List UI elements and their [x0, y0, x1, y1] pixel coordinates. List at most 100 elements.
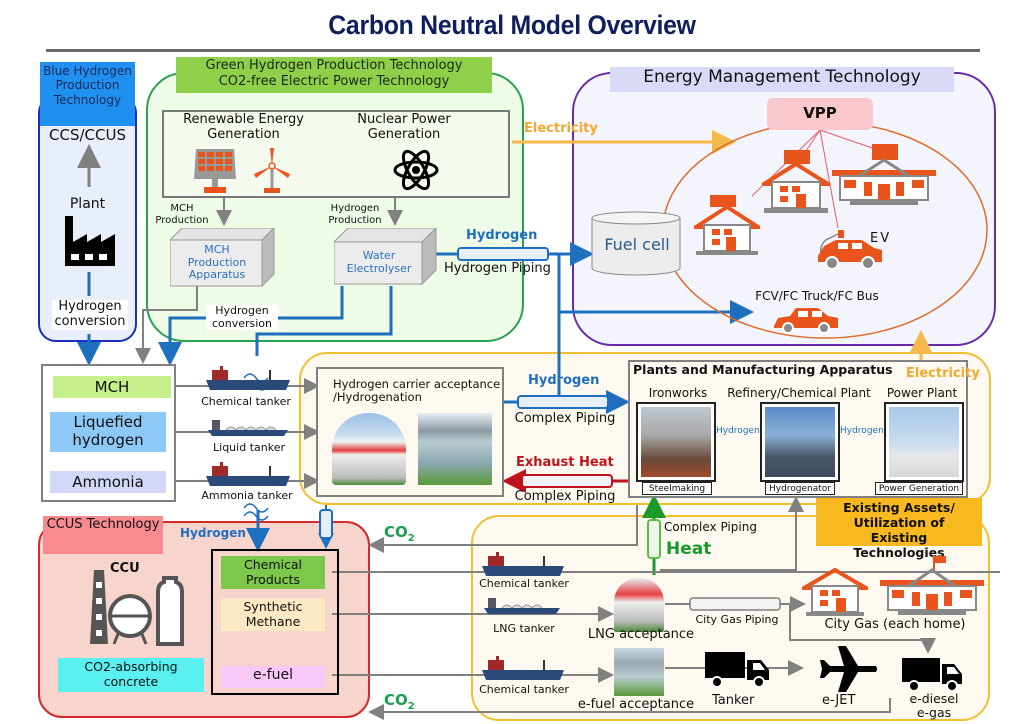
nuclear-label: Nuclear Power Generation — [357, 112, 451, 142]
lng-ship-icon — [484, 598, 560, 614]
house-icon — [762, 150, 830, 213]
water-electrolyser-label: Water Electrolyser — [346, 249, 412, 275]
lng-acceptance-label: LNG acceptance — [587, 627, 695, 642]
green-header-line2: CO2-free Electric Power Technology — [218, 73, 450, 89]
vpp-box: VPP — [767, 98, 873, 130]
liquid-tanker-label: Liquid tanker — [213, 441, 285, 454]
carrier-ammonia: Ammonia — [50, 471, 166, 493]
hydrogen-production-label: Hydrogen Production — [328, 203, 382, 226]
plant-link-label-1: Hydrogen — [716, 426, 760, 436]
energy-management-header: Energy Management Technology — [610, 67, 954, 92]
ccu-label: CCU — [110, 561, 140, 576]
ev-label: EV — [870, 231, 892, 246]
atom-icon — [393, 149, 439, 191]
heat-label: Heat — [666, 539, 712, 559]
mch-production-label: MCH Production — [155, 203, 209, 226]
renewable-label: Renewable Energy Generation — [183, 112, 304, 142]
wind-turbine-icon — [254, 148, 290, 193]
co2-label-bottom: CO2 — [384, 691, 415, 713]
egas-text: e-gas — [916, 705, 952, 720]
house-icon — [802, 568, 868, 616]
ejet-label: e-JET — [822, 693, 856, 708]
ship-icon — [206, 462, 290, 486]
green-conversion-label: Hydrogen conversion — [206, 304, 278, 331]
house-icon — [694, 195, 760, 255]
ediesel-text: e-diesel — [909, 691, 959, 706]
co2-label-top: CO2 — [384, 523, 415, 545]
title-divider — [46, 49, 980, 52]
green-header: Green Hydrogen Production Technology CO2… — [176, 57, 492, 93]
fuel-cell-label: Fuel cell — [604, 235, 670, 254]
airplane-icon — [820, 646, 877, 692]
chemical-tanker-label: Chemical tanker — [201, 395, 291, 408]
ediesel-label: e-diesel e-gas — [902, 692, 966, 720]
ccs-label: CCS/CCUS — [49, 126, 126, 144]
existing-assets-label: Existing Assets/ Utilization of Existing… — [816, 498, 982, 560]
city-gas-piping-label: City Gas Piping — [695, 613, 779, 626]
tanker-truck-label: Tanker — [712, 693, 755, 708]
power-plant-photo — [884, 402, 964, 482]
caption-power-generation: Power Generation — [875, 482, 963, 495]
lng-tank-photo — [332, 413, 406, 485]
hydrogen-label-mid: Hydrogen — [528, 373, 600, 388]
fcv-label: FCV/FC Truck/FC Bus — [755, 289, 879, 303]
lng-acceptance-photo — [614, 578, 664, 632]
blue-conversion-label: Hydrogen conversion — [52, 299, 128, 330]
exhaust-heat-label: Exhaust Heat — [516, 455, 614, 470]
complex-piping-label-3: Complex Piping — [664, 520, 757, 534]
ccu-plant-icon — [90, 570, 184, 646]
ev-car-icon — [818, 230, 882, 270]
ironworks-photo — [636, 402, 716, 482]
page-title: Carbon Neutral Model Overview — [328, 10, 696, 40]
efuel-acceptance-photo — [614, 648, 664, 696]
solar-panel-icon — [194, 149, 236, 193]
complex-piping-label-2: Complex Piping — [514, 489, 616, 504]
plant-name-power: Power Plant — [886, 386, 958, 400]
hydrogen-piping-label: Hydrogen Piping — [444, 261, 551, 276]
ship-icon — [482, 656, 564, 680]
electricity-label-top: Electricity — [524, 121, 598, 136]
ship-icon — [206, 366, 290, 390]
carrier-liquefied-hydrogen: Liquefied hydrogen — [50, 412, 166, 452]
school-icon — [880, 556, 984, 615]
product-synthetic-methane: Synthetic Methane — [221, 598, 325, 631]
complex-piping-label-1: Complex Piping — [514, 411, 616, 426]
factory-icon — [65, 216, 115, 266]
plant-link-label-2: Hydrogen — [840, 426, 884, 436]
electricity-label-right: Electricity — [906, 366, 980, 381]
products-box — [211, 549, 339, 695]
mch-apparatus-box — [170, 228, 275, 288]
acceptance-label: Hydrogen carrier acceptance /Hydrogenati… — [333, 377, 501, 405]
green-header-line1: Green Hydrogen Production Technology — [205, 58, 463, 73]
plant-name-ironworks: Ironworks — [648, 386, 708, 400]
city-gas-label: City Gas (each home) — [824, 617, 966, 632]
efuel-acceptance-label: e-fuel acceptance — [577, 697, 695, 712]
carrier-mch: MCH — [53, 376, 171, 398]
chemical-tanker-label-2: Chemical tanker — [479, 577, 569, 590]
co2-bottom-text: CO2 — [384, 691, 415, 712]
fuel-cell-icon — [591, 211, 681, 276]
car-icon — [774, 308, 838, 334]
hydrogen-ccus-label: Hydrogen — [180, 526, 246, 540]
caption-steelmaking: Steelmaking — [642, 482, 712, 495]
ammonia-tanker-label: Ammonia tanker — [201, 489, 293, 502]
product-chemical: Chemical Products — [221, 556, 325, 589]
lng-tanker-label: LNG tanker — [493, 622, 555, 635]
blue-hydrogen-header: Blue Hydrogen Production Technology — [40, 62, 135, 126]
ship-icon — [482, 552, 564, 576]
truck-icon — [902, 658, 962, 692]
ccus-header: CCUS Technology — [43, 516, 163, 554]
subscript-2: 2 — [407, 533, 415, 544]
plants-header: Plants and Manufacturing Apparatus — [633, 362, 893, 377]
caption-hydrogenator: Hydrogenator — [765, 482, 835, 495]
water-electrolyser-box — [334, 228, 437, 286]
hydrogen-label-top: Hydrogen — [466, 228, 538, 243]
lng-ship-icon — [208, 420, 288, 436]
product-efuel: e-fuel — [221, 666, 325, 688]
subscript-2: 2 — [407, 701, 415, 712]
co2-top-text: CO2 — [384, 523, 415, 544]
chemical-tanker-label-3: Chemical tanker — [479, 683, 569, 696]
refinery-photo — [760, 402, 840, 482]
plant-name-refinery: Refinery/Chemical Plant — [727, 386, 871, 400]
co2-concrete-label: CO2-absorbing concrete — [58, 658, 204, 692]
